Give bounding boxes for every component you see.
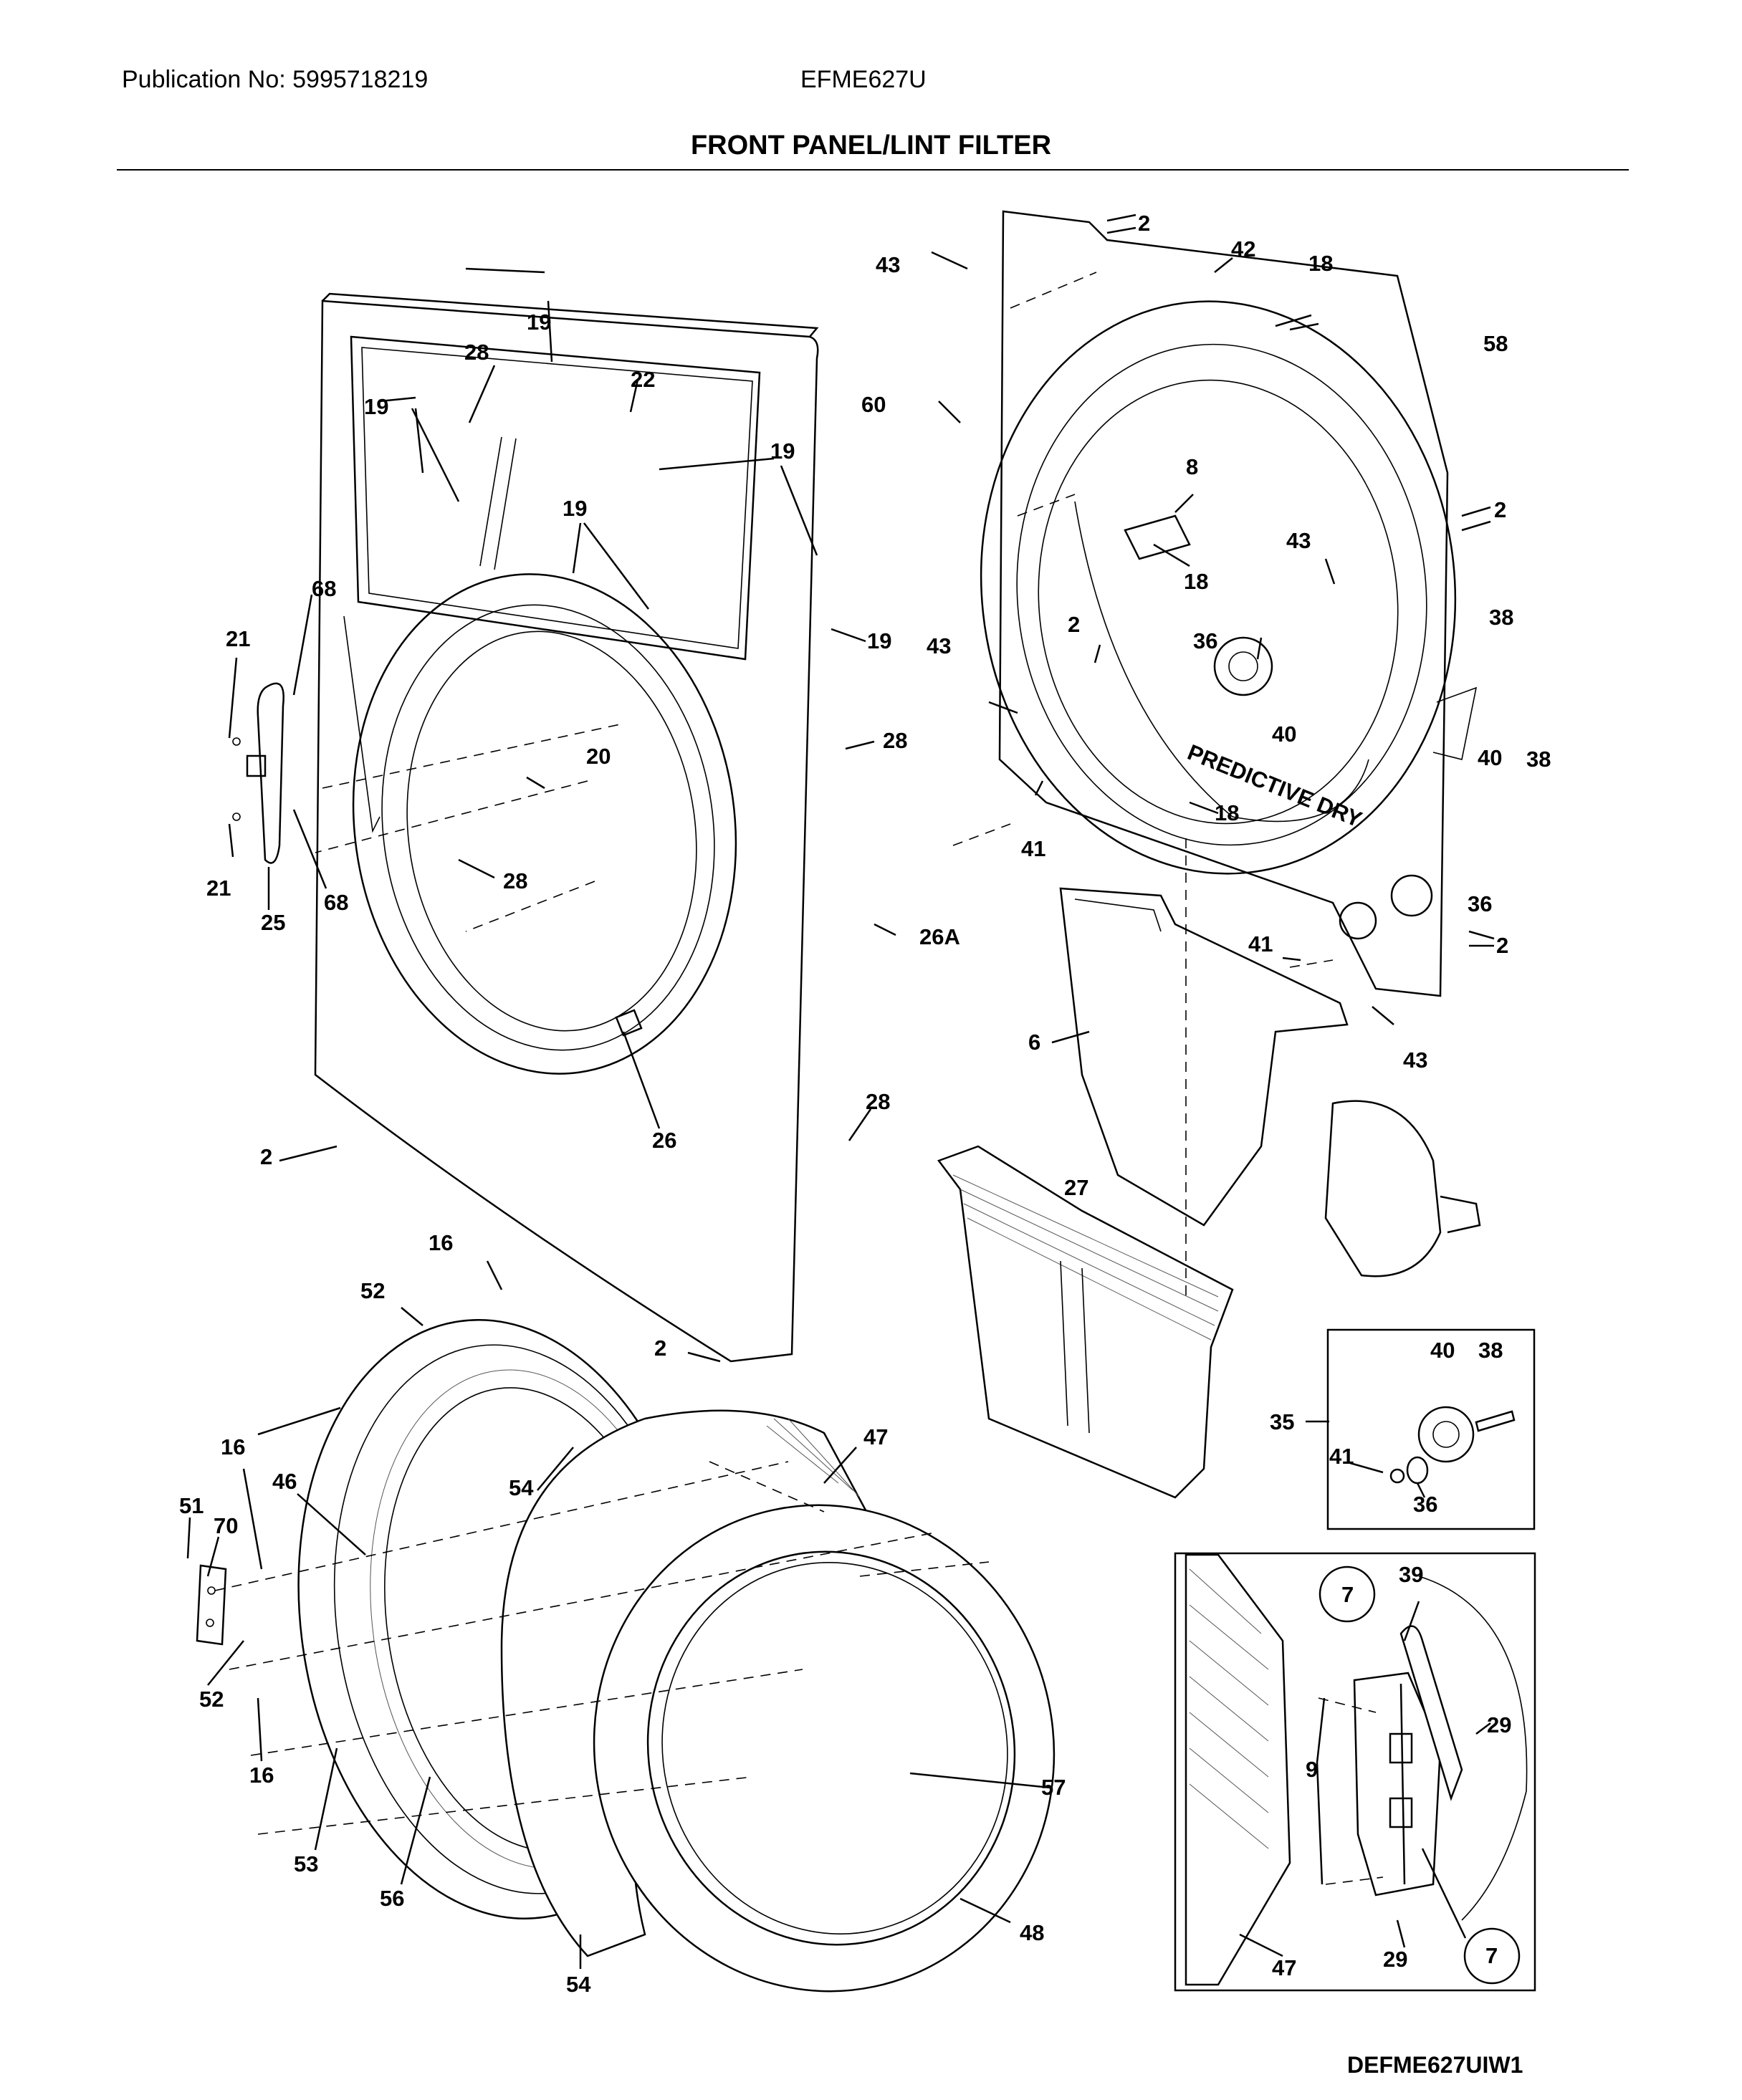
callout: 43 xyxy=(1286,528,1311,553)
callout: 51 xyxy=(179,1493,204,1518)
callout: 43 xyxy=(1403,1047,1427,1073)
callout: 8 xyxy=(1186,454,1198,479)
callout: 28 xyxy=(464,340,489,365)
callout: 47 xyxy=(863,1424,888,1449)
callout: 40 xyxy=(1478,745,1502,770)
callout: 2 xyxy=(1068,612,1080,637)
callout: 28 xyxy=(866,1089,890,1114)
callout: 7 xyxy=(1485,1943,1498,1968)
callout: 48 xyxy=(1020,1920,1044,1945)
callout: 42 xyxy=(1231,236,1255,262)
callout: 19 xyxy=(364,394,388,419)
callout: 41 xyxy=(1021,836,1045,861)
callout: 38 xyxy=(1526,747,1551,772)
callout: 53 xyxy=(294,1851,318,1876)
hinge-detail-box xyxy=(1174,1552,1536,1992)
callout: 36 xyxy=(1413,1492,1437,1517)
assembly-lines xyxy=(214,272,1384,1885)
callout: 56 xyxy=(380,1886,404,1911)
leader-lines xyxy=(186,214,1495,1969)
callout: 28 xyxy=(503,868,527,893)
callout: 29 xyxy=(1383,1947,1407,1972)
hinge-cover xyxy=(232,682,284,864)
callout: 46 xyxy=(272,1469,297,1494)
callout: 43 xyxy=(927,633,951,658)
lint-duct xyxy=(1059,887,1481,1277)
callout: 18 xyxy=(1215,800,1239,825)
callout: 40 xyxy=(1272,721,1296,747)
callout: 54 xyxy=(509,1475,534,1500)
callout: 9 xyxy=(1306,1757,1318,1782)
callout: 16 xyxy=(249,1763,274,1788)
callout: 18 xyxy=(1184,569,1208,594)
callout: 2 xyxy=(1138,211,1150,236)
callout: 27 xyxy=(1064,1175,1088,1200)
callout: 57 xyxy=(1041,1775,1066,1800)
callout: 39 xyxy=(1399,1562,1423,1587)
callout: 7 xyxy=(1341,1582,1354,1607)
door-outer-ring xyxy=(593,1504,1056,1993)
callout: 2 xyxy=(260,1144,272,1169)
callout: 47 xyxy=(1272,1955,1296,1980)
callout: 54 xyxy=(566,1972,591,1997)
callout: 19 xyxy=(563,496,587,521)
callout: 41 xyxy=(1248,931,1273,956)
callout: 40 xyxy=(1430,1338,1455,1363)
callout: 36 xyxy=(1468,891,1492,916)
callout: 29 xyxy=(1487,1712,1511,1737)
callout: 2 xyxy=(654,1336,666,1361)
callout: 19 xyxy=(867,628,891,653)
callout: 35 xyxy=(1270,1409,1294,1434)
callout: 19 xyxy=(527,310,551,335)
callout: 68 xyxy=(324,890,348,915)
callout: 26A xyxy=(919,924,960,949)
callout: 52 xyxy=(360,1278,385,1303)
callout: 25 xyxy=(261,910,285,935)
lint-filter xyxy=(937,1145,1234,1499)
callout: 58 xyxy=(1483,331,1508,356)
callout: 20 xyxy=(586,744,611,769)
callout: 21 xyxy=(206,876,231,901)
strike-plate xyxy=(196,1564,227,1646)
callout: 26 xyxy=(652,1128,676,1153)
publication-number: Publication No: 5995718219 xyxy=(122,66,429,93)
callout: 2 xyxy=(1494,497,1506,522)
callout: 70 xyxy=(214,1513,238,1538)
callout: 36 xyxy=(1193,628,1217,653)
callout: 2 xyxy=(1496,933,1508,958)
callout: 52 xyxy=(199,1687,224,1712)
callout: 16 xyxy=(429,1230,453,1255)
callout: 6 xyxy=(1028,1030,1040,1055)
callout: 38 xyxy=(1489,605,1513,630)
roller-kit-box xyxy=(1326,1328,1536,1530)
model-number: EFME627U xyxy=(800,66,927,93)
inner-front-bulkhead: PREDICTIVE DRY xyxy=(980,210,1478,997)
front-panel xyxy=(314,292,819,1363)
callout: 68 xyxy=(312,576,336,601)
callout-labels: 2 2 2 2 2 2 6 7 7 8 9 16 16 16 18 18 18 … xyxy=(179,211,1551,1997)
page-title: FRONT PANEL/LINT FILTER xyxy=(690,130,1052,160)
callout: 43 xyxy=(876,252,900,277)
drawing-code: DEFME627UIW1 xyxy=(1347,2052,1523,2078)
callout: 38 xyxy=(1478,1338,1503,1363)
callout: 18 xyxy=(1308,251,1333,276)
callout: 28 xyxy=(883,728,907,753)
callout: 16 xyxy=(221,1434,245,1459)
callout: 60 xyxy=(861,392,886,417)
callout: 22 xyxy=(631,367,655,392)
callout: 41 xyxy=(1329,1444,1354,1469)
callout: 19 xyxy=(770,438,795,464)
title-rule xyxy=(117,169,1629,171)
callout: 21 xyxy=(226,626,250,651)
